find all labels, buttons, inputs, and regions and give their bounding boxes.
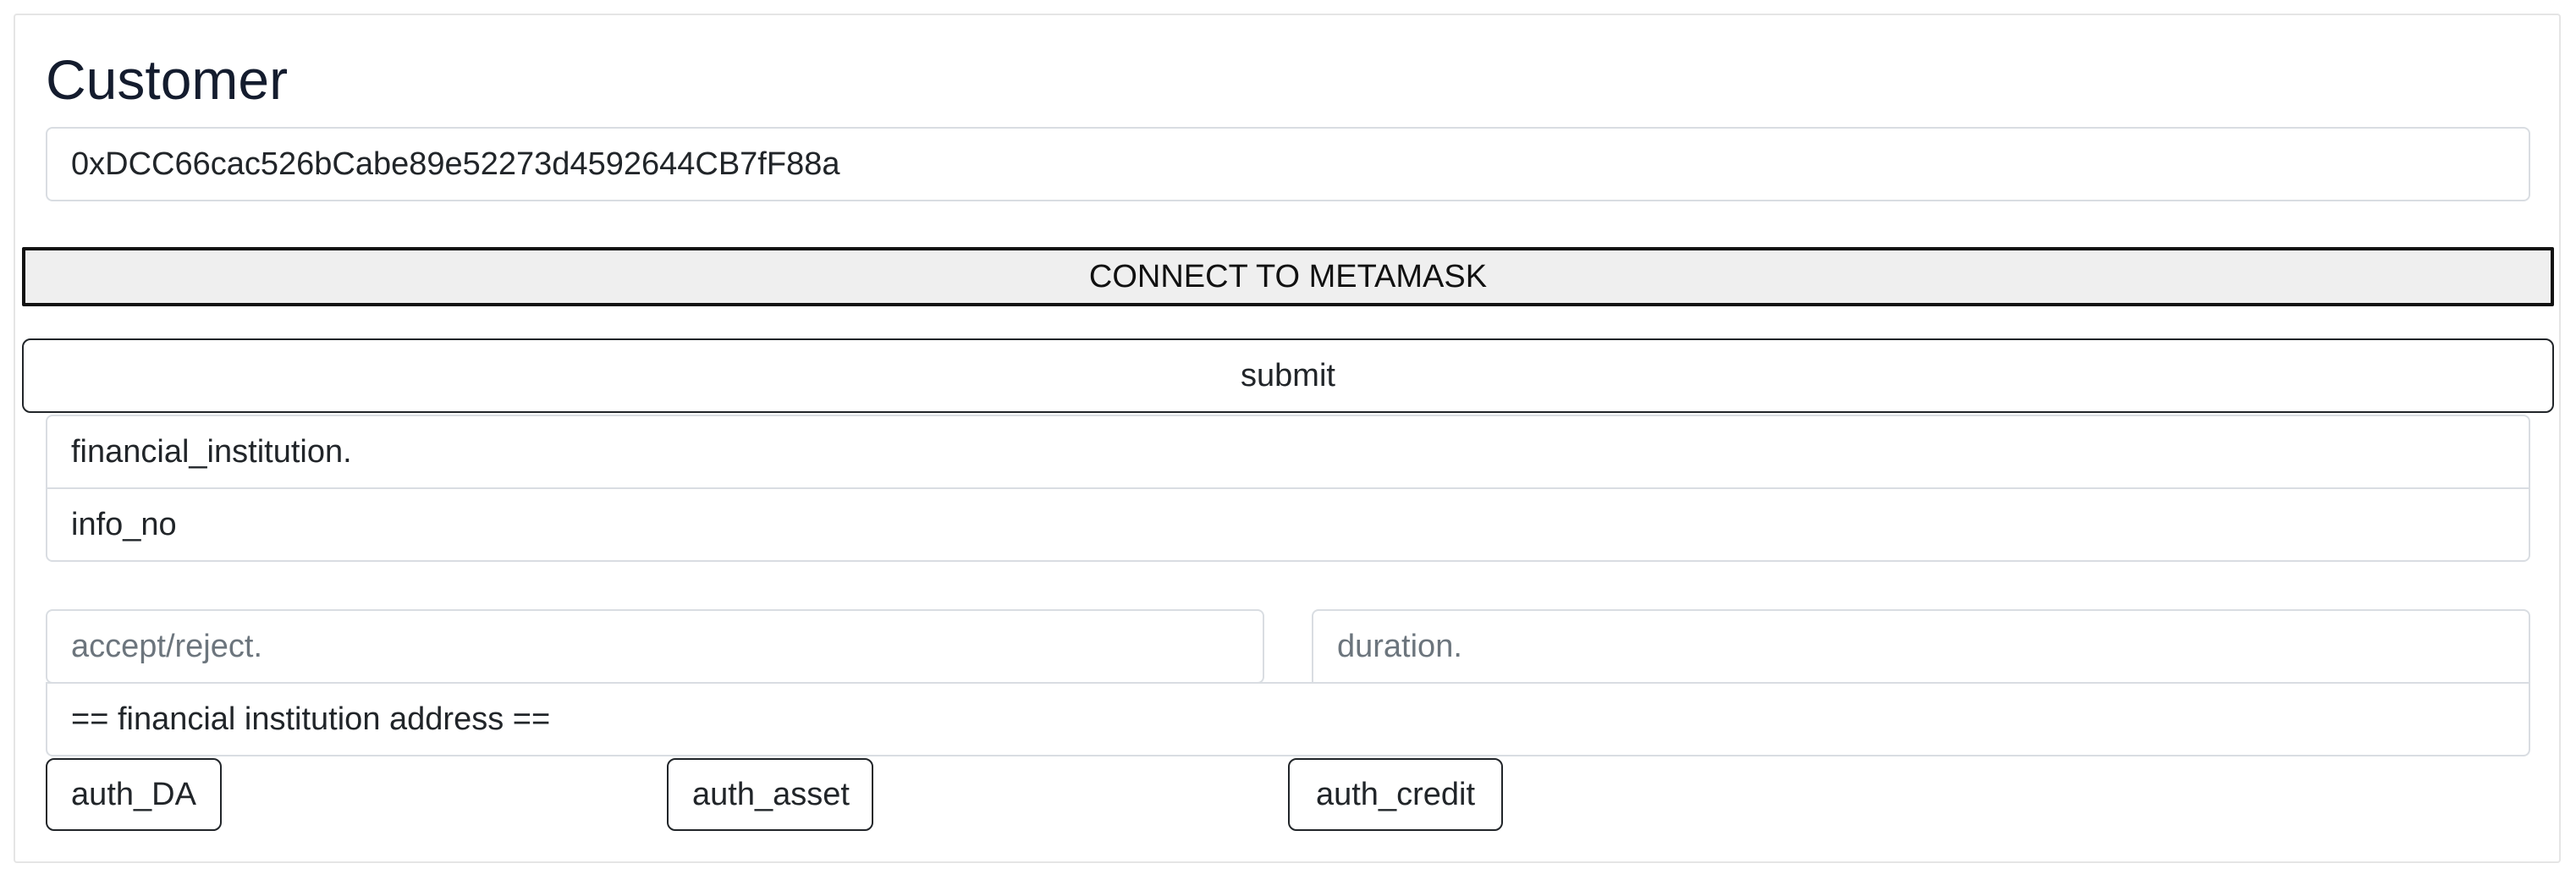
auth-credit-button[interactable]: auth_credit bbox=[1288, 758, 1503, 831]
accept-reject-input[interactable] bbox=[46, 609, 1264, 684]
financial-institution-input[interactable] bbox=[46, 415, 2530, 489]
info-no-input[interactable] bbox=[46, 487, 2530, 562]
auth-da-button[interactable]: auth_DA bbox=[46, 758, 222, 831]
financial-institution-address-input[interactable] bbox=[46, 682, 2530, 756]
submit-button[interactable]: submit bbox=[22, 338, 2554, 413]
customer-address-input[interactable] bbox=[46, 127, 2530, 201]
auth-asset-button[interactable]: auth_asset bbox=[667, 758, 873, 831]
connect-metamask-button[interactable]: CONNECT TO METAMASK bbox=[22, 247, 2554, 306]
duration-input[interactable] bbox=[1312, 609, 2530, 684]
page-title: Customer bbox=[46, 48, 289, 111]
